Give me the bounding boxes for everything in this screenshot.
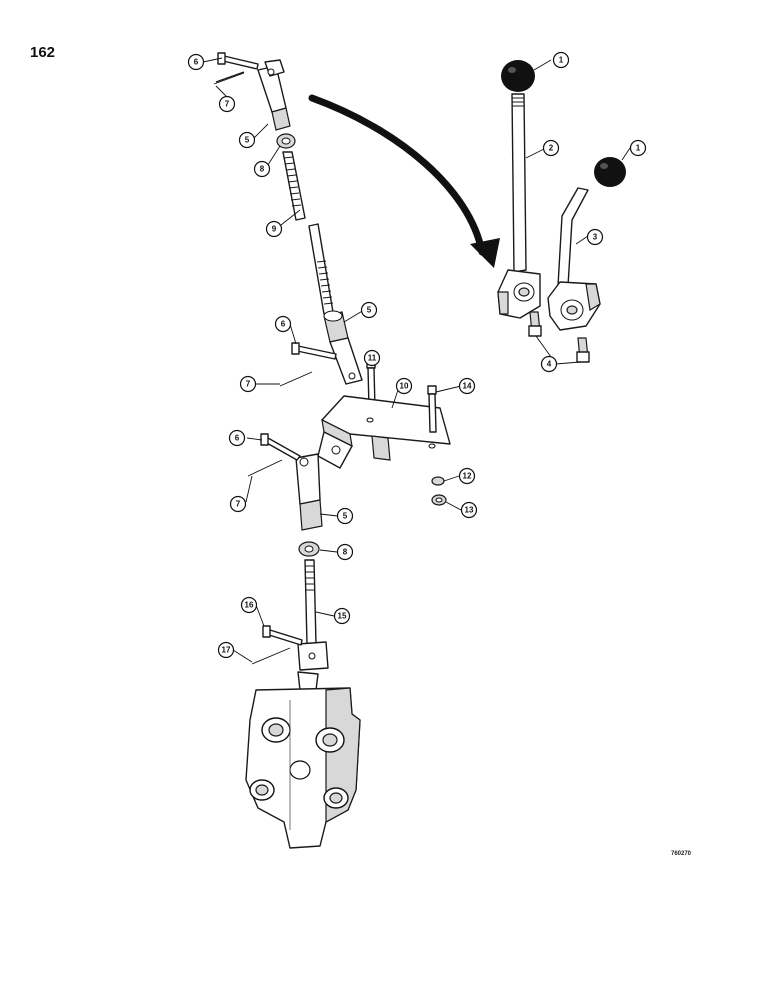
fitting-4-right xyxy=(576,337,590,363)
knob-1-left xyxy=(501,60,535,92)
svg-text:2: 2 xyxy=(549,144,554,153)
svg-text:5: 5 xyxy=(245,136,250,145)
leader-lines xyxy=(202,57,631,663)
callouts: 1 1 2 3 4 4 5 5 5 6 6 6 7 7 7 8 8 9 10 1… xyxy=(187,51,647,659)
lever-3 xyxy=(547,187,601,331)
callout: 7 xyxy=(229,495,247,513)
svg-text:16: 16 xyxy=(245,601,254,610)
callout: 11 xyxy=(363,349,381,367)
svg-text:8: 8 xyxy=(260,165,265,174)
pin-6-top xyxy=(217,52,259,70)
pin-6-middle xyxy=(291,342,337,360)
svg-text:5: 5 xyxy=(367,306,372,315)
jam-nut-top xyxy=(276,133,296,149)
callout: 9 xyxy=(265,220,283,238)
nut-13 xyxy=(431,494,447,506)
callout: 1 xyxy=(629,139,647,157)
callout: 5 xyxy=(238,131,256,149)
bolt-14 xyxy=(427,385,437,433)
callout: 5 xyxy=(336,507,354,525)
lever-2 xyxy=(497,93,541,319)
knob-1-right xyxy=(594,157,626,187)
svg-text:10: 10 xyxy=(400,382,409,391)
rod-15 xyxy=(297,559,329,671)
callout: 8 xyxy=(253,160,271,178)
svg-text:11: 11 xyxy=(368,354,377,363)
callout: 14 xyxy=(458,377,476,395)
callout: 6 xyxy=(274,315,292,333)
clevis-lower xyxy=(295,453,323,531)
callout: 6 xyxy=(228,429,246,447)
svg-text:7: 7 xyxy=(225,100,230,109)
callout: 4 xyxy=(540,355,558,373)
pin-16 xyxy=(262,625,303,646)
callout: 12 xyxy=(458,467,476,485)
fitting-4-left xyxy=(528,311,542,337)
cotter-17 xyxy=(251,647,291,665)
direction-arrow xyxy=(308,94,500,268)
cotter-7-top xyxy=(213,71,245,85)
callout: 17 xyxy=(217,641,235,659)
svg-text:8: 8 xyxy=(343,548,348,557)
callout: 3 xyxy=(586,228,604,246)
callout: 2 xyxy=(542,139,560,157)
clevis-middle xyxy=(323,310,363,385)
svg-text:1: 1 xyxy=(559,56,564,65)
svg-text:14: 14 xyxy=(463,382,472,391)
svg-text:17: 17 xyxy=(222,646,231,655)
svg-text:13: 13 xyxy=(465,506,474,515)
svg-text:12: 12 xyxy=(463,472,472,481)
threaded-rod xyxy=(282,151,334,315)
callout: 15 xyxy=(333,607,351,625)
callout: 10 xyxy=(395,377,413,395)
washer-12 xyxy=(431,476,445,486)
svg-text:3: 3 xyxy=(593,233,598,242)
svg-text:15: 15 xyxy=(338,612,347,621)
callout: 7 xyxy=(218,95,236,113)
svg-text:6: 6 xyxy=(235,434,240,443)
svg-text:7: 7 xyxy=(236,500,241,509)
svg-text:1: 1 xyxy=(636,144,641,153)
callout: 13 xyxy=(460,501,478,519)
svg-text:5: 5 xyxy=(343,512,348,521)
callout: 8 xyxy=(336,543,354,561)
callout: 5 xyxy=(360,301,378,319)
pin-6-lower xyxy=(260,433,301,461)
callout: 7 xyxy=(239,375,257,393)
cotter-7-lower xyxy=(247,459,283,477)
svg-text:9: 9 xyxy=(272,225,277,234)
cotter-7-middle xyxy=(279,371,313,387)
callout: 1 xyxy=(552,51,570,69)
bracket-10 xyxy=(317,395,451,469)
svg-text:6: 6 xyxy=(281,320,286,329)
clevis-top xyxy=(257,59,291,131)
svg-text:6: 6 xyxy=(194,58,199,67)
page-number: 162 xyxy=(30,44,56,61)
callout: 6 xyxy=(187,53,205,71)
control-valve xyxy=(245,671,361,849)
svg-text:7: 7 xyxy=(246,380,251,389)
drawing-code: 760270 xyxy=(671,851,692,857)
jam-nut-lower xyxy=(298,541,320,557)
callout: 4 xyxy=(542,357,557,372)
svg-text:4: 4 xyxy=(547,360,552,369)
callout: 16 xyxy=(240,596,258,614)
